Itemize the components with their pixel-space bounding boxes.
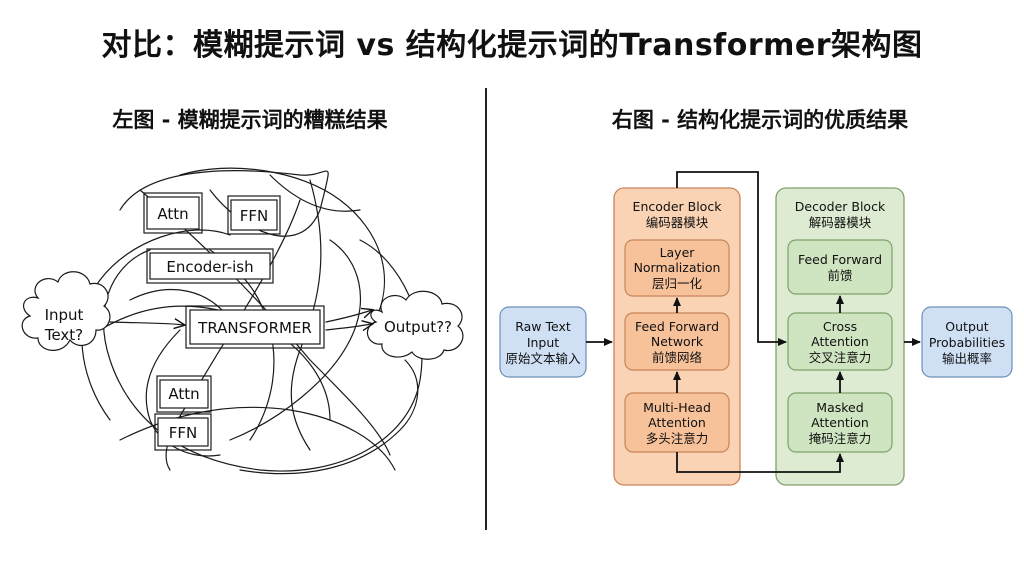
encoder-ish-label: Encoder-ish xyxy=(166,258,253,276)
transformer-label: TRANSFORMER xyxy=(197,319,312,337)
dec-ff-line-1: Feed Forward xyxy=(798,252,882,267)
messy-diagram xyxy=(21,167,464,475)
output-cloud-label: Output?? xyxy=(384,318,452,336)
layer-norm-line-3: 层归一化 xyxy=(652,276,703,291)
ffn-line-3: 前馈网络 xyxy=(652,350,703,365)
encoder-title-zh: 编码器模块 xyxy=(646,215,709,230)
arrow-encoder-to-cross xyxy=(676,171,787,346)
cross-attn-line-1: Cross xyxy=(823,319,857,334)
input-cloud-line-1: Input xyxy=(45,306,84,324)
left-subtitle: 左图 - 模糊提示词的糟糕结果 xyxy=(112,108,388,132)
output-line-3: 输出概率 xyxy=(942,351,992,366)
layer-norm-box xyxy=(624,239,730,297)
decoder-title-zh: 解码器模块 xyxy=(809,215,872,230)
raw-input-line-1: Raw Text xyxy=(515,319,571,334)
masked-attn-line-1: Masked xyxy=(816,400,863,415)
right-subtitle: 右图 - 结构化提示词的优质结果 xyxy=(611,108,909,132)
output-line-2: Probabilities xyxy=(929,335,1005,350)
dec-ff-box xyxy=(787,239,893,295)
ffn-line-1: Feed Forward xyxy=(635,319,719,334)
raw-input-line-3: 原始文本输入 xyxy=(505,351,581,366)
mha-line-3: 多头注意力 xyxy=(646,431,709,446)
layer-norm-line-1: Layer xyxy=(660,245,696,260)
masked-attn-line-2: Attention xyxy=(811,415,869,430)
encoder-title-en: Encoder Block xyxy=(633,199,723,214)
input-cloud-line-2: Text? xyxy=(44,326,83,344)
mha-line-1: Multi-Head xyxy=(643,400,711,415)
output-line-1: Output xyxy=(945,319,989,334)
cross-attn-line-2: Attention xyxy=(811,334,869,349)
cross-attn-line-3: 交叉注意力 xyxy=(809,350,872,365)
output-prob-box xyxy=(921,306,1013,378)
attn-top-label: Attn xyxy=(157,205,188,223)
center-divider xyxy=(485,88,487,530)
mha-line-2: Attention xyxy=(648,415,706,430)
ffn-top-label: FFN xyxy=(240,207,268,225)
dec-ff-line-2: 前馈 xyxy=(827,268,852,283)
ffn-line-2: Network xyxy=(651,334,704,349)
raw-input-line-2: Input xyxy=(527,335,559,350)
decoder-title-en: Decoder Block xyxy=(795,199,886,214)
masked-attn-line-3: 掩码注意力 xyxy=(809,431,872,446)
page-title: 对比：模糊提示词 vs 结构化提示词的Transformer架构图 xyxy=(101,28,923,63)
arrow-bottom-loop xyxy=(676,452,844,473)
layer-norm-line-2: Normalization xyxy=(634,260,721,275)
attn-bottom-label: Attn xyxy=(168,385,199,403)
ffn-bottom-label: FFN xyxy=(169,424,197,442)
input-cloud xyxy=(21,271,111,351)
